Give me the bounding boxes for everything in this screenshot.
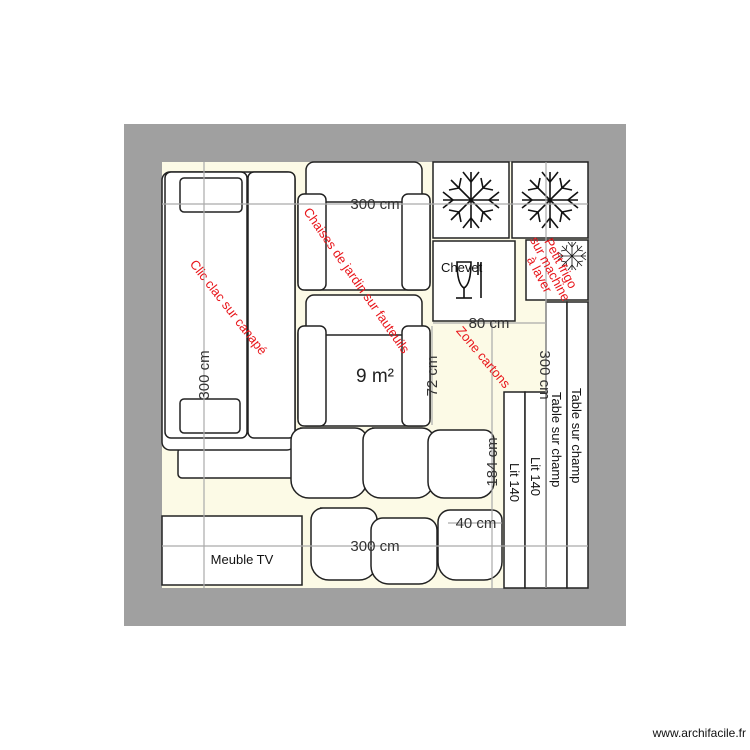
armchair[interactable] bbox=[297, 294, 431, 427]
table-label: Table sur champ bbox=[569, 388, 584, 483]
dimension-top: 300 cm bbox=[350, 196, 399, 213]
snowflake-icon bbox=[442, 171, 500, 229]
armchair[interactable] bbox=[297, 161, 431, 291]
dimension-left: 300 cm bbox=[196, 350, 213, 399]
table-on-edge[interactable] bbox=[566, 301, 589, 589]
garden-chairs[interactable] bbox=[290, 427, 503, 585]
chevet[interactable] bbox=[432, 240, 516, 322]
bed-label: Lit 140 bbox=[507, 463, 522, 502]
dimension-bed: 184 cm bbox=[484, 437, 501, 486]
snowflake-icon bbox=[521, 171, 579, 229]
table-label: Table sur champ bbox=[549, 392, 564, 487]
dimension-bottom: 300 cm bbox=[350, 538, 399, 555]
dimension-chair: 40 cm bbox=[456, 515, 497, 532]
dimension-armchair: 72 cm bbox=[424, 356, 441, 397]
area-label: 9 m² bbox=[356, 366, 394, 387]
dimension-lines bbox=[162, 162, 588, 588]
sofa[interactable] bbox=[161, 171, 296, 479]
credit[interactable]: www.archifacile.fr bbox=[652, 726, 746, 740]
bed-label: Lit 140 bbox=[528, 457, 543, 496]
tv-label: Meuble TV bbox=[211, 552, 274, 567]
wine-glass-icon bbox=[456, 261, 482, 299]
dimension-chevet: 80 cm bbox=[469, 315, 510, 332]
dimension-right: 300 cm bbox=[536, 350, 553, 399]
chevet-label: Chevet bbox=[441, 260, 483, 275]
tv-stand[interactable] bbox=[161, 515, 303, 586]
